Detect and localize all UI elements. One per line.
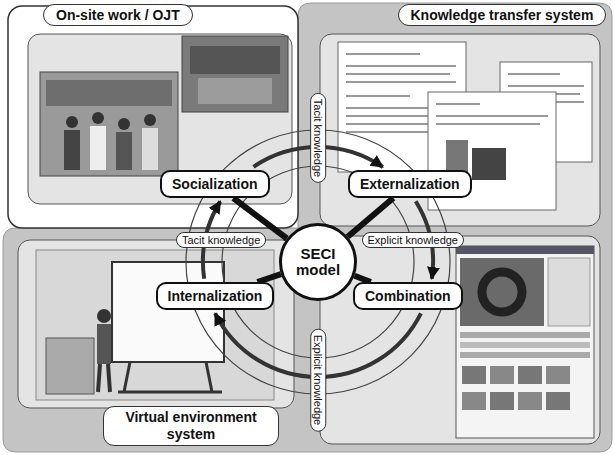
person-head (118, 118, 130, 130)
box-label: Internalization (168, 288, 263, 304)
machine-shape (46, 80, 172, 106)
document-pages (338, 42, 592, 210)
thumbnail (490, 392, 514, 410)
person-body (97, 324, 111, 364)
page-lines (436, 104, 548, 124)
process-box: Externalization (348, 170, 472, 198)
thumbnail (462, 392, 486, 410)
factory-photo (182, 36, 288, 112)
machine-shape (198, 78, 272, 104)
person-legs (98, 364, 110, 392)
machine-shape (190, 46, 280, 74)
box-label: Combination (365, 288, 451, 304)
timeline (460, 342, 590, 348)
timeline (460, 352, 590, 358)
screen-frame (456, 246, 594, 438)
title-bar (456, 246, 594, 254)
thumbnail (546, 366, 570, 384)
photo-frame (40, 72, 178, 176)
person-body (116, 132, 132, 170)
panel-title: Knowledge transfer system (398, 4, 607, 27)
white-panel (8, 6, 298, 228)
spoke-line (348, 198, 394, 237)
thumbnail (462, 366, 486, 384)
timeline (460, 332, 590, 338)
page-figure (472, 148, 506, 180)
model-circle: SECI model (279, 223, 357, 301)
person-head (92, 112, 104, 124)
model-title: SECI model (289, 246, 347, 279)
knowledge-label: Explicit knowledge (310, 329, 326, 432)
gear-part (482, 272, 522, 312)
panel-title: On-site work / OJT (43, 4, 193, 27)
virtual-room-photo (36, 250, 274, 400)
inner-box (28, 34, 292, 204)
circle-text-group: SECI model (289, 246, 347, 279)
person-body (90, 126, 106, 170)
image-area (460, 258, 544, 326)
whiteboard (112, 262, 224, 362)
system-panel: Virtual environment system (3, 228, 303, 452)
person-head (97, 309, 111, 323)
side-panel (548, 258, 590, 326)
panel-title: Virtual environment system (103, 406, 279, 446)
device-cabinet (46, 338, 94, 394)
workers-photo (40, 72, 178, 176)
inner-box (320, 236, 600, 444)
knowledge-label: Tacit knowledge (310, 93, 326, 183)
stand-legs (118, 362, 222, 392)
person-body (142, 128, 158, 170)
thumbnail (546, 392, 570, 410)
photo-frame (182, 36, 288, 112)
spoke-line (257, 274, 281, 282)
person-body (64, 130, 80, 170)
process-box: Internalization (156, 282, 275, 310)
knowledge-label: Explicit knowledge (362, 232, 465, 248)
thumbnail (518, 392, 542, 410)
software-screenshot (456, 246, 594, 438)
process-box: Socialization (160, 170, 270, 198)
system-panel: Knowledge transfer system (298, 3, 612, 452)
process-box: Combination (353, 282, 463, 310)
person-head (66, 116, 78, 128)
thumbnail (490, 366, 514, 384)
box-label: Externalization (360, 176, 460, 192)
gray-region (3, 3, 612, 452)
inner-box (18, 240, 294, 408)
box-label: Socialization (172, 176, 258, 192)
photo-frame (36, 250, 274, 400)
person-head (144, 114, 156, 126)
thumbnail (518, 366, 542, 384)
inner-box (320, 34, 600, 226)
knowledge-label: Tacit knowledge (176, 232, 266, 248)
